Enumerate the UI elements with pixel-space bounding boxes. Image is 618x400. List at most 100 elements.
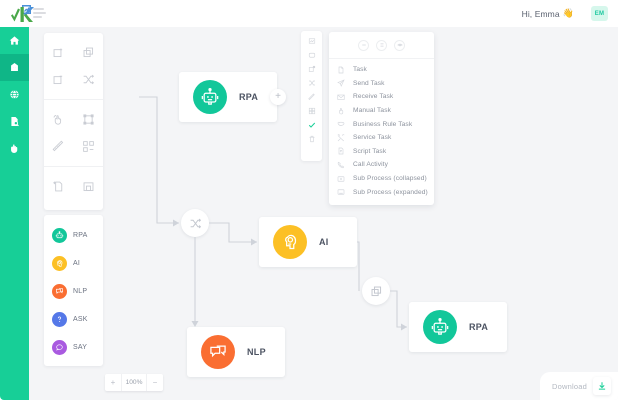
menu-item-service-task[interactable]: Service Task	[329, 131, 434, 145]
download-icon[interactable]	[593, 377, 611, 395]
menu-item-business-rule-task[interactable]: Business Rule Task	[329, 117, 434, 131]
eye-icon[interactable]	[394, 39, 405, 51]
workflow-node-rpa-top[interactable]: RPA +	[179, 72, 286, 122]
legend-label: NLP	[73, 287, 88, 295]
copy-shape-icon[interactable]	[74, 39, 104, 66]
tool-row	[44, 66, 103, 93]
add-next-node-button[interactable]: +	[270, 89, 286, 105]
gateway-node-copy[interactable]	[362, 277, 390, 305]
menu-item-call-activity[interactable]: Call Activity	[329, 158, 434, 172]
legend-label: ASK	[73, 315, 88, 323]
square-dot-icon[interactable]	[301, 62, 322, 76]
app-header: Hi, Emma 👋 EM	[0, 0, 618, 27]
robot-icon	[52, 227, 67, 243]
add-shape-icon[interactable]	[44, 39, 74, 66]
menu-item-label: Business Rule Task	[353, 120, 413, 128]
avatar[interactable]: EM	[591, 6, 608, 21]
menu-item-label: Sub Process (collapsed)	[353, 175, 427, 183]
tool-row	[44, 173, 103, 200]
shuffle-icon	[190, 218, 201, 228]
check-icon[interactable]	[301, 118, 322, 132]
new-file-icon[interactable]	[44, 173, 74, 200]
node-type-legend: RPA AI NLP ASK	[44, 215, 103, 366]
pen-icon[interactable]	[301, 90, 322, 104]
question-mark-icon	[52, 311, 67, 327]
grid-icon[interactable]	[301, 104, 322, 118]
element-type-menu: Task Send Task Receive Task	[329, 32, 434, 205]
business-rule-icon	[337, 120, 348, 128]
send-paper-plane-icon	[337, 79, 348, 88]
ruler-icon[interactable]	[44, 133, 74, 160]
speech-bubble-icon	[52, 339, 67, 355]
legend-item-nlp[interactable]: NLP	[44, 277, 103, 305]
workflow-node-ai[interactable]: AI	[259, 217, 357, 267]
sidebar-item-documents[interactable]	[0, 108, 29, 135]
pointer-hand-icon[interactable]	[44, 106, 74, 133]
download-bar: Download	[540, 372, 618, 400]
sidebar-item-hand[interactable]	[0, 135, 29, 162]
chat-bubbles-icon	[201, 335, 235, 369]
shuffle-icon[interactable]	[74, 66, 104, 93]
subprocess-expanded-icon	[337, 188, 348, 196]
subprocess-collapsed-icon	[337, 175, 348, 183]
node-label: AI	[319, 237, 329, 247]
list-icon[interactable]	[376, 39, 387, 51]
gateway-node-shuffle[interactable]	[181, 209, 209, 237]
menu-item-sub-process-collapsed[interactable]: Sub Process (collapsed)	[329, 172, 434, 186]
kofax-k-logo[interactable]	[9, 3, 37, 25]
node-label: RPA	[469, 322, 489, 332]
sidebar-item-robots[interactable]	[0, 54, 29, 81]
menu-item-manual-task[interactable]: Manual Task	[329, 104, 434, 118]
legend-item-ai[interactable]: AI	[44, 249, 103, 277]
menu-item-receive-task[interactable]: Receive Task	[329, 90, 434, 104]
legend-label: RPA	[73, 231, 88, 239]
hamburger-line	[33, 8, 44, 10]
robot-icon	[193, 80, 227, 114]
user-greeting: Hi, Emma 👋	[522, 0, 574, 27]
brain-head-icon	[273, 225, 307, 259]
legend-item-ask[interactable]: ASK	[44, 305, 103, 333]
task-file-icon	[337, 66, 348, 74]
tool-row	[44, 39, 103, 66]
phone-icon	[337, 161, 348, 169]
rounded-shape-icon[interactable]	[301, 48, 322, 62]
chat-bubbles-icon	[52, 283, 67, 299]
menu-item-send-task[interactable]: Send Task	[329, 77, 434, 91]
remove-shape-icon[interactable]	[44, 66, 74, 93]
group-shapes-icon[interactable]	[74, 133, 104, 160]
primary-nav-rail	[0, 27, 29, 400]
sidebar-item-globe[interactable]	[0, 81, 29, 108]
shuffle-icon[interactable]	[301, 76, 322, 90]
workflow-canvas[interactable]: RPA AI NLP ASK	[29, 27, 618, 400]
menu-item-label: Script Task	[353, 147, 387, 155]
trash-icon[interactable]	[301, 132, 322, 146]
legend-label: SAY	[73, 343, 88, 351]
zoom-out-button[interactable]: −	[152, 377, 158, 387]
tool-row	[44, 133, 103, 160]
menu-header-actions	[329, 32, 434, 59]
sidebar-item-home[interactable]	[0, 27, 29, 54]
minus-icon[interactable]	[358, 39, 369, 51]
menu-item-task[interactable]: Task	[329, 63, 434, 77]
script-icon	[337, 147, 348, 155]
image-shape-icon[interactable]	[301, 34, 322, 48]
save-icon[interactable]	[74, 173, 104, 200]
menu-item-label: Receive Task	[353, 93, 394, 101]
connector-wires	[139, 96, 407, 331]
zoom-level-value[interactable]: 100%	[121, 374, 147, 391]
menu-item-label: Service Task	[353, 134, 392, 142]
menu-item-script-task[interactable]: Script Task	[329, 145, 434, 159]
workflow-node-rpa-bottom[interactable]: RPA	[409, 302, 507, 352]
legend-item-say[interactable]: SAY	[44, 333, 103, 361]
legend-label: AI	[73, 259, 81, 267]
zoom-control: + 100% −	[105, 374, 163, 391]
zoom-in-button[interactable]: +	[110, 377, 116, 387]
workflow-node-nlp[interactable]: NLP	[187, 327, 285, 377]
menu-item-sub-process-expanded[interactable]: Sub Process (expanded)	[329, 185, 434, 199]
hamburger-icon[interactable]	[33, 8, 46, 18]
menu-item-label: Task	[353, 66, 367, 74]
download-label: Download	[552, 381, 587, 391]
legend-item-rpa[interactable]: RPA	[44, 221, 103, 249]
select-frame-icon[interactable]	[74, 106, 104, 133]
